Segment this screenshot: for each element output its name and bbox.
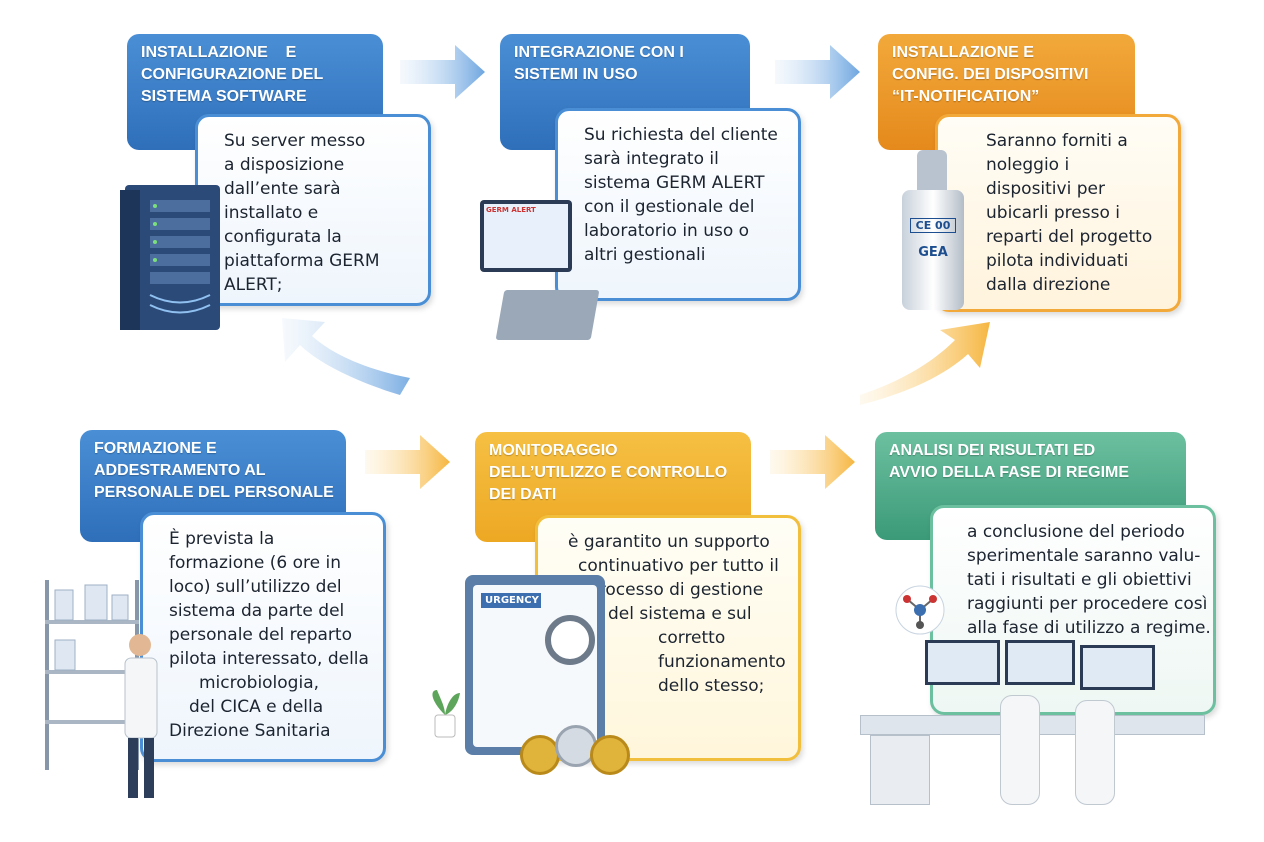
text-line: È prevista la <box>169 529 275 549</box>
text-line: Direzione Sanitaria <box>169 721 331 741</box>
step-2-title-line: INTEGRAZIONE CON I <box>514 44 684 61</box>
text-line: Su server messo <box>224 131 366 151</box>
step-3-title-line: “IT-NOTIFICATION” <box>892 88 1040 105</box>
computer-illustration: GERM ALERT <box>470 200 600 345</box>
text-line: dall’ente sarà <box>224 179 341 199</box>
step-2-title-line: SISTEMI IN USO <box>514 66 638 83</box>
step-5-title-line: MONITORAGGIO <box>489 442 618 459</box>
text-line: Su richiesta del cliente <box>584 125 778 145</box>
text-line: altri gestionali <box>584 245 706 265</box>
text-line: dalla direzione <box>986 275 1111 295</box>
gea-label: GEA <box>918 245 948 260</box>
text-line: dispositivi per <box>986 179 1105 199</box>
step-4-text-box: È prevista la formazione (6 ore in loco) s… <box>140 512 386 762</box>
text-line: con il gestionale del <box>584 197 755 217</box>
text-line: Saranno forniti a <box>986 131 1128 151</box>
step-6-title-line: ANALISI DEI RISULTATI ED <box>889 442 1096 459</box>
text-line: dello stesso; <box>658 676 765 696</box>
step-3-text-box: Saranno forniti a noleggio i dispositivi p… <box>935 114 1181 312</box>
step-4-title-line: ADDESTRAMENTO AL <box>94 462 266 479</box>
text-line: laboratorio in uso o <box>584 221 750 241</box>
plant-icon <box>432 690 460 738</box>
text-line: tati i risultati e gli obiettivi <box>967 570 1192 590</box>
arrow-2-3 <box>775 45 860 99</box>
ce-label: CE 00 <box>910 218 956 233</box>
step-3-title-line: INSTALLAZIONE E <box>892 44 1034 61</box>
text-line: sistema GERM ALERT <box>584 173 765 193</box>
text-line: a conclusione del periodo <box>967 522 1185 542</box>
text-line: loco) sull’utilizzo del <box>169 577 342 597</box>
step-1-title-line: SISTEMA SOFTWARE <box>141 88 307 105</box>
it-notification-device: CE 00 GEA <box>902 150 964 310</box>
arrow-1-2 <box>400 45 485 99</box>
screen-label: GERM ALERT <box>484 204 568 268</box>
step-1-title-line: CONFIGURAZIONE DEL <box>141 66 324 83</box>
text-line: è garantito un supporto <box>568 532 770 552</box>
step-1-text-box: Su server messo a disposizione dall’ente s… <box>195 114 431 306</box>
text-line: microbiologia, <box>199 673 320 693</box>
text-line: ALERT; <box>224 275 283 295</box>
arrow-5-6 <box>770 435 855 489</box>
step-1-header: INSTALLAZIONE E CONFIGURAZIONE DEL SISTEMA… <box>127 34 383 150</box>
text-line: a disposizione <box>224 155 345 175</box>
step-5-title-line: DEI DATI <box>489 486 557 503</box>
text-line: continuativo per tutto il <box>578 556 779 576</box>
server-rack-icon <box>120 185 220 330</box>
text-line: alla fase di utilizzo a regime. <box>967 618 1211 638</box>
workstation-illustration <box>860 640 1210 810</box>
step-4-title-line: FORMAZIONE E <box>94 440 217 457</box>
text-line: sperimentale saranno valu- <box>967 546 1201 566</box>
text-line: del CICA e della <box>189 697 324 717</box>
text-line: ubicarli presso i <box>986 203 1120 223</box>
text-line: sistema da parte del <box>169 601 345 621</box>
text-line: funzionamento <box>658 652 786 672</box>
text-line: raggiunti per procedere così <box>967 594 1208 614</box>
text-line: formazione (6 ore in <box>169 553 341 573</box>
text-line: pilota individuati <box>986 251 1129 271</box>
text-line: piattaforma GERM <box>224 251 380 271</box>
step-1-title-line: INSTALLAZIONE E <box>141 44 297 61</box>
text-line: noleggio i <box>986 155 1070 175</box>
text-line: reparti del progetto <box>986 227 1153 247</box>
urgency-label: URGENCY <box>481 593 541 608</box>
arrow-4-5 <box>365 435 450 489</box>
curved-arrow-up-right <box>860 322 990 405</box>
text-line: del sistema e sul <box>608 604 752 624</box>
text-line: corretto <box>658 628 726 648</box>
text-line: installato e <box>224 203 319 223</box>
text-line: configurata la <box>224 227 342 247</box>
clipboard-illustration: URGENCY <box>465 565 645 775</box>
step-4-title-line: PERSONALE DEL PERSONALE <box>94 484 334 501</box>
text-line: pilota interessato, della <box>169 649 369 669</box>
step-5-title-line: DELL’UTILIZZO E CONTROLLO <box>489 464 728 481</box>
step-2-text-box: Su richiesta del cliente sarà integrato i… <box>555 108 801 301</box>
text-line: personale del reparto <box>169 625 352 645</box>
lab-shelf-with-technician-icon <box>45 580 158 798</box>
step-3-title-line: CONFIG. DEI DISPOSITIVI <box>892 66 1089 83</box>
molecule-icon <box>895 585 945 635</box>
text-line: processo di gestione <box>588 580 764 600</box>
curved-arrow-up-left <box>282 318 410 395</box>
step-6-title-line: AVVIO DELLA FASE DI REGIME <box>889 464 1130 481</box>
text-line: sarà integrato il <box>584 149 719 169</box>
